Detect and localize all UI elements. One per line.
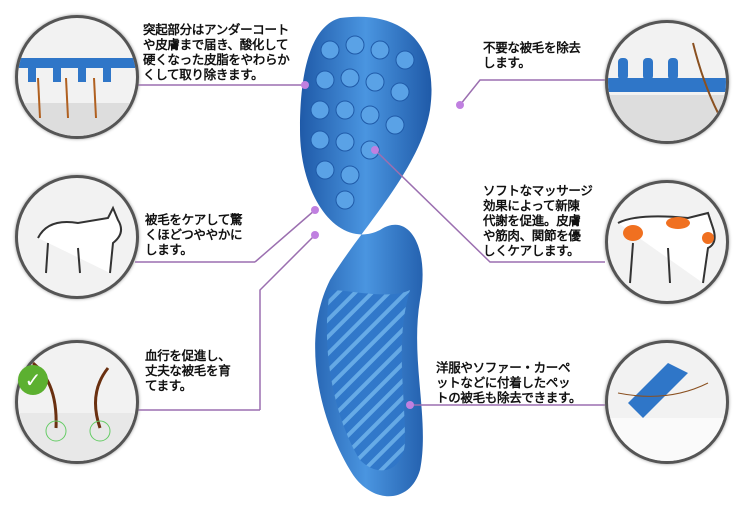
callout-massage: ソフトなマッサージ 効果によって新陳 代謝を促進。皮膚 や筋肉、関節を優 しくケ… bbox=[483, 183, 593, 258]
detail-circle-circulation bbox=[15, 340, 139, 464]
detail-circle-massage bbox=[605, 180, 729, 304]
detail-circle-fabric bbox=[605, 340, 729, 464]
brush-mesh bbox=[326, 290, 410, 471]
callout-fabric: 洋服やソファー・カーペ ットなどに付着したペッ トの被毛も除去できます。 bbox=[436, 360, 582, 405]
fabric-bristle-icon bbox=[608, 363, 726, 461]
detail-circle-undercoat bbox=[15, 15, 139, 139]
bristle-hair-icon bbox=[608, 42, 726, 141]
hair-follicle-icon bbox=[18, 361, 136, 461]
callout-undercoat: 突起部分はアンダーコート や皮膚まで届き、酸化して 硬くなった皮脂をやわらか く… bbox=[143, 22, 290, 82]
cat-icon bbox=[37, 205, 123, 274]
detail-circle-remove bbox=[605, 20, 729, 144]
checkmark-icon: ✓ bbox=[18, 365, 48, 395]
bristle-skin-icon bbox=[18, 58, 136, 136]
cat-heat-icon bbox=[617, 211, 716, 284]
callout-shine: 被毛をケアして驚 くほどつややかに します。 bbox=[145, 212, 243, 257]
callout-remove: 不要な被毛を除去 します。 bbox=[483, 40, 581, 70]
detail-circle-cat-shine bbox=[15, 175, 139, 299]
callout-circulation: 血行を促進し、 丈夫な被毛を育 てます。 bbox=[145, 348, 231, 393]
